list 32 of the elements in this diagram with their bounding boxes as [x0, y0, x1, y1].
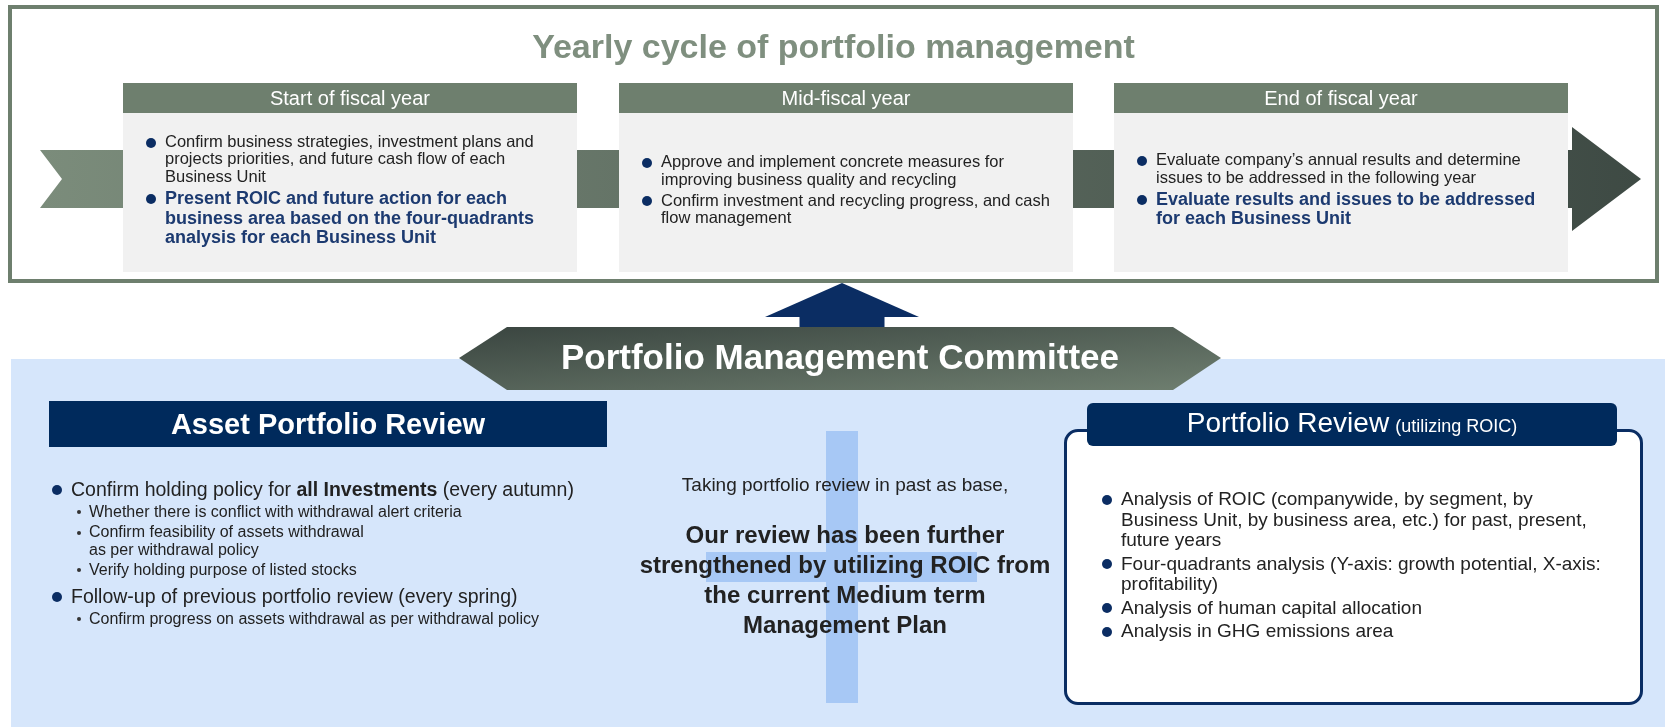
statement-text: Our review has been further strengthened by utilizing ROIC from the current Medium term Management Plan [638, 520, 1052, 640]
bullet-text: Confirm investment and recycling progress, and cash flow management [639, 191, 1059, 228]
phase-card [619, 83, 1073, 272]
panel-title: Yearly cycle of portfolio management [532, 27, 1135, 66]
section-header: Asset Portfolio Review [49, 401, 607, 447]
bullet-text: Four-quadrants analysis (Y-axis: growth potential, X-axis: profitability) [1099, 553, 1614, 595]
bullet-text: Evaluate results and issues to be addressed for each Business Unit [1134, 189, 1554, 229]
phase-header: Mid-fiscal year [619, 83, 1073, 113]
committee-banner [459, 327, 1221, 390]
sub-bullet-text: Confirm feasibility of assets withdrawal as per withdrawal policy [49, 523, 379, 558]
bullet-text: Confirm business strategies, investment plans and projects priorities, and future cash flow of each Business Unit [143, 132, 563, 187]
phase-header: End of fiscal year [1114, 83, 1568, 113]
bullet-text: Analysis of ROIC (companywide, by segment, by Business Unit, by business area, etc.) for past, present, future years [1099, 489, 1614, 551]
sub-bullet-text: Whether there is conflict with withdrawal alert criteria [49, 503, 609, 521]
phase-card [123, 83, 577, 272]
sub-bullet-text: Confirm progress on assets withdrawal as per withdrawal policy [49, 610, 609, 628]
bullet-text: Evaluate company’s annual results and determine issues to be addressed in the following year [1134, 151, 1554, 187]
bullet-text: Analysis in GHG emissions area [1099, 621, 1614, 642]
bullet-text: Analysis of human capital allocation [1099, 597, 1614, 619]
bullet-text: Approve and implement concrete measures for improving business quality and recycling [639, 152, 1059, 189]
phase-header: Start of fiscal year [123, 83, 577, 113]
note-text: Taking portfolio review in past as base, [680, 474, 1010, 496]
bullet-text: Present ROIC and future action for each business area based on the four-quadrants analysis for each Business Unit [143, 189, 563, 248]
cycle-panel [8, 5, 1659, 283]
bullet-text: Follow-up of previous portfolio review (every spring) [49, 586, 624, 608]
bullet-text: Confirm holding policy for all Investments (every autumn) [49, 479, 624, 501]
arrow [765, 283, 919, 327]
header-title: Portfolio Review [1186, 407, 1390, 439]
sub-bullet-text: Verify holding purpose of listed stocks [49, 560, 609, 579]
phase-card [1114, 83, 1568, 272]
header-subtitle: (utilizing ROIC) [1395, 416, 1518, 437]
banner-title: Portfolio Management Committee [560, 337, 1120, 377]
